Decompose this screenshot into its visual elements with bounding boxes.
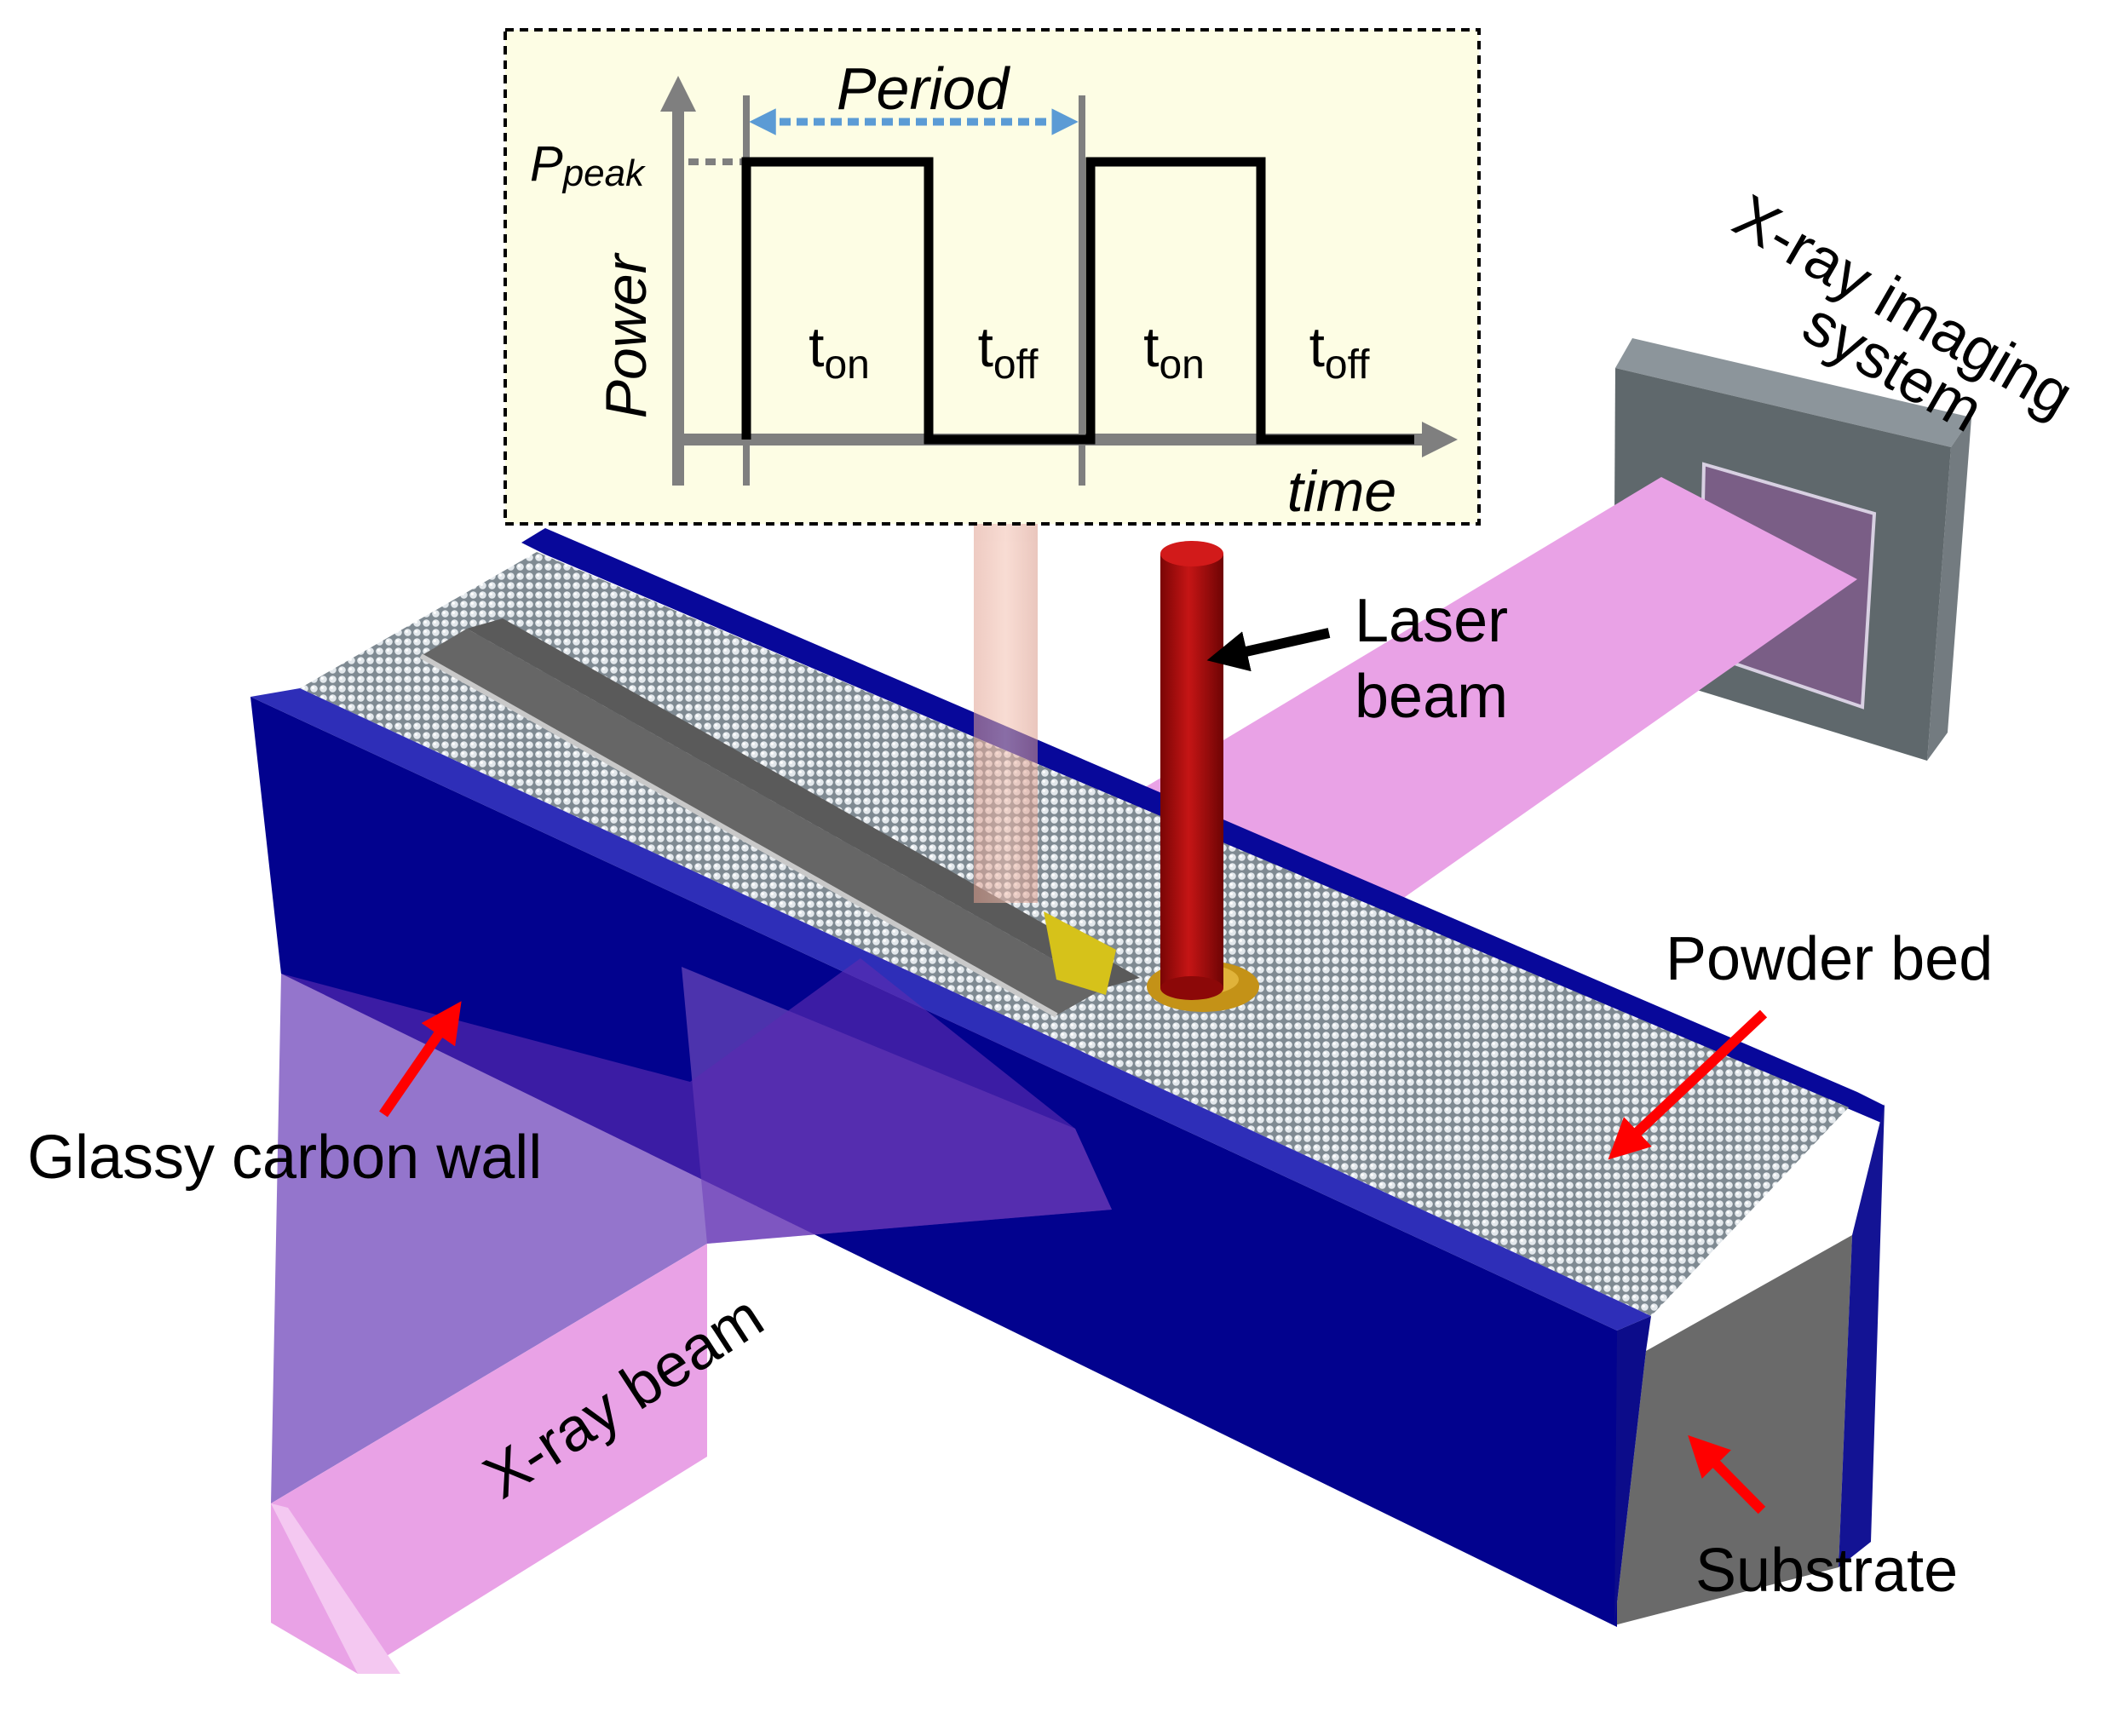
power-axis-label: Power [594,252,659,418]
substrate [1614,1235,1852,1625]
pulse-waveform [741,157,1414,445]
substrate-end-wall [1839,1104,1885,1567]
xray-beam-front [271,958,1112,1674]
glassy-carbon-label: Glassy carbon wall [27,1124,542,1192]
powder-bed-label: Powder bed [1666,925,1993,993]
pulse-inset: Period Ppeak Power time ton toff ton tof… [504,28,1481,526]
pulse-label-3: ton [1143,315,1205,388]
laser-label-line1: Laser [1355,587,1508,655]
pulse-label-1: ton [809,315,870,388]
pulse-label-2: toff [978,315,1039,388]
glassy-carbon-arrow [379,1001,462,1118]
ppeak-label: Ppeak [530,136,646,194]
time-axis-label: time [1287,459,1396,524]
pulse-label-4: toff [1309,315,1371,388]
substrate-label: Substrate [1695,1537,1958,1605]
substrate-arrow [1688,1434,1766,1515]
laser-beam-arrow [1206,628,1331,672]
period-label: Period [837,55,1010,122]
laser-label-line2: beam [1355,663,1508,731]
powder-bed-arrow [1608,1009,1768,1160]
laser-beam [1160,541,1223,1000]
laser-track [419,618,1140,1018]
